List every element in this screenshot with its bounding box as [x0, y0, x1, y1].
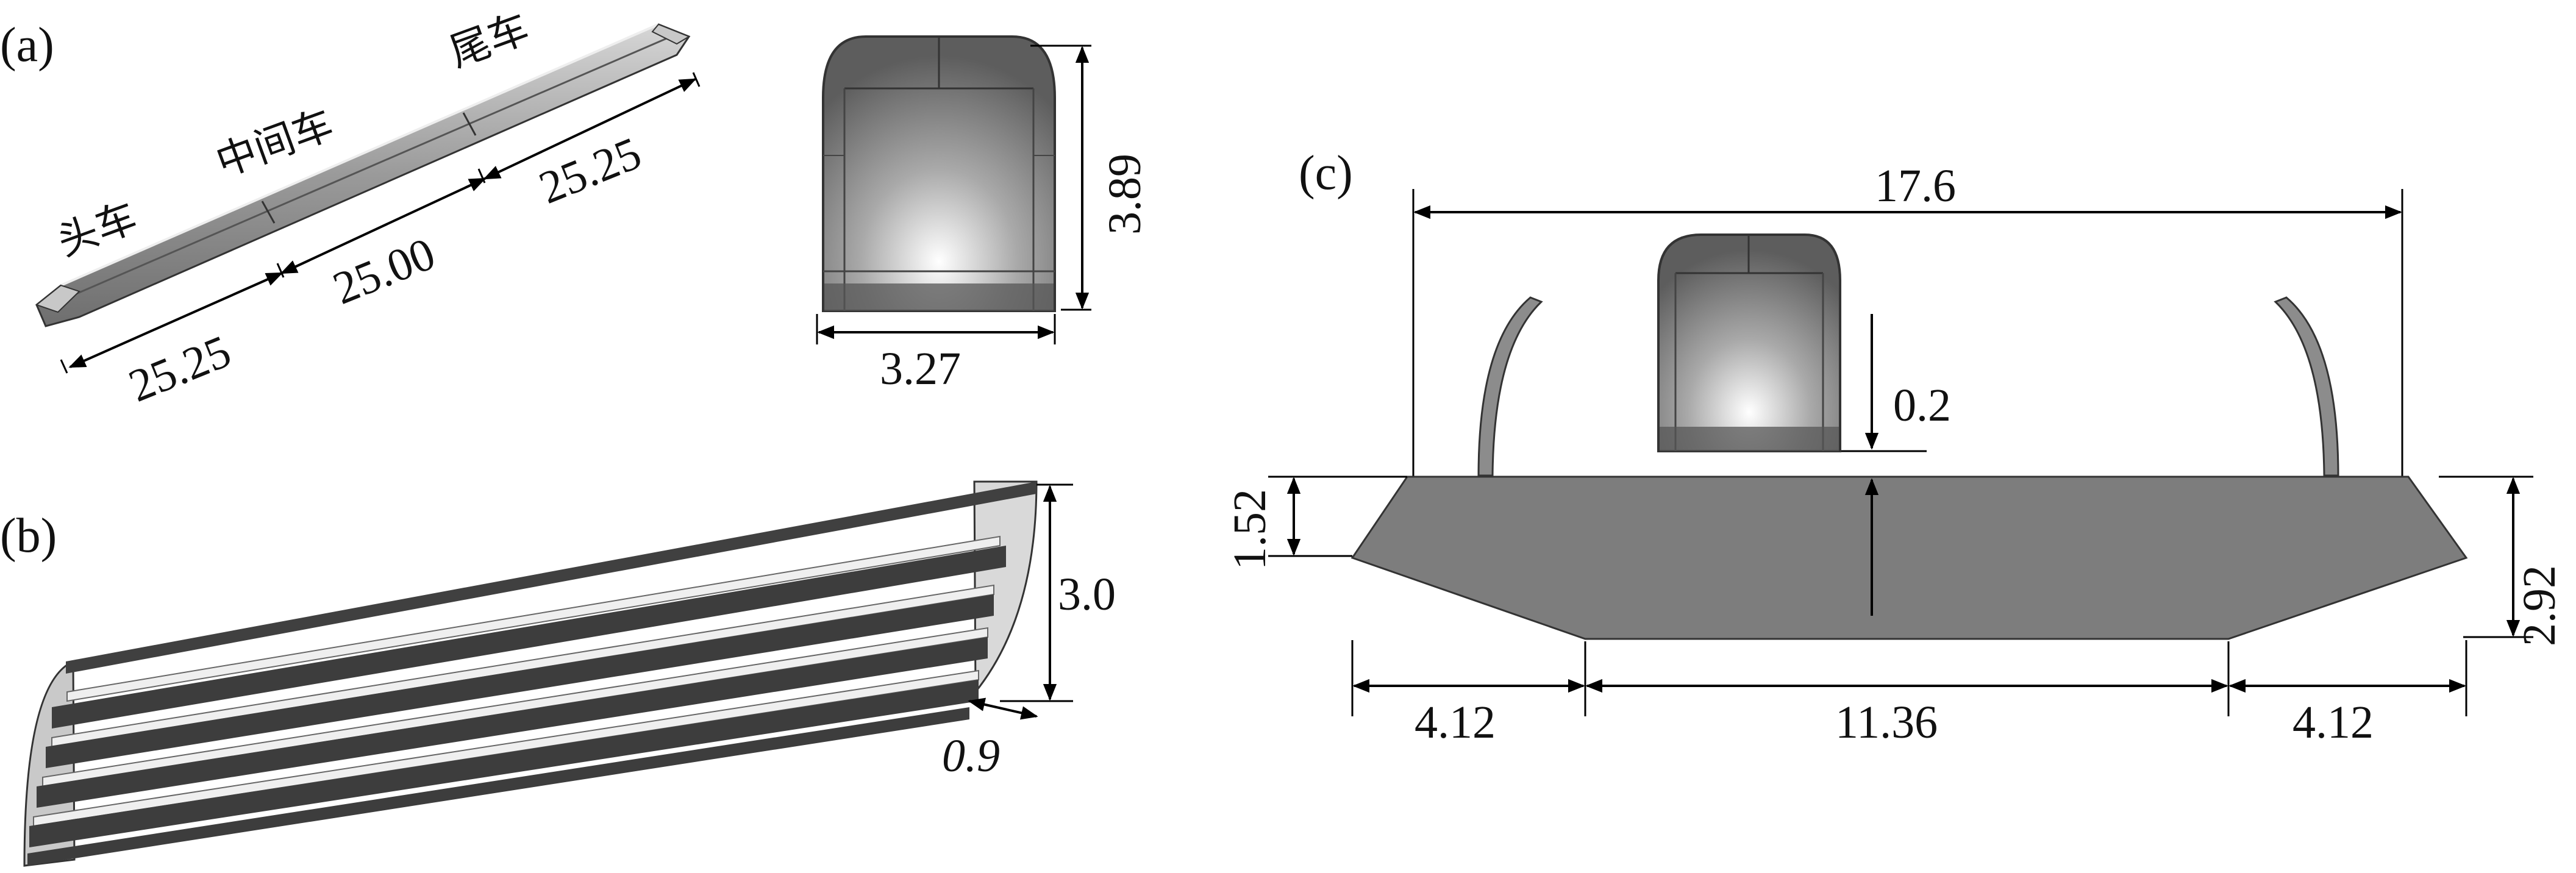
right-windbreak	[2274, 296, 2339, 477]
panel-a: (a) 头车 中间车 尾车 25.25 25.00 25.25	[0, 5, 1151, 412]
tail-car-label: 尾车	[443, 5, 535, 77]
head-length-value: 25.25	[122, 326, 238, 412]
top-width-value: 17.6	[1875, 160, 1956, 212]
left-height-dimension	[1268, 476, 1407, 557]
train-length-dimension	[60, 72, 701, 374]
panel-c-label: (c)	[1299, 146, 1353, 200]
panel-a-label: (a)	[0, 18, 54, 72]
front-width-dimension	[816, 314, 1056, 344]
front-height-dimension	[1030, 45, 1091, 311]
panel-b: (b) 3.0 0.9	[0, 480, 1116, 867]
right-height-dimension	[2439, 476, 2533, 638]
windbreak-slats	[23, 480, 1038, 867]
slat-spacing-dimension	[968, 697, 1038, 720]
left-windbreak	[1477, 296, 1543, 477]
train-front-view	[822, 35, 1056, 312]
left-height-value: 1.52	[1224, 489, 1276, 570]
train-cross-section	[1657, 233, 1841, 452]
base-dimension-chain	[1351, 640, 2467, 716]
right-height-value: 2.92	[2514, 565, 2565, 646]
front-height-value: 3.89	[1099, 154, 1151, 235]
right-base-value: 4.12	[2292, 697, 2374, 748]
front-width-value: 3.27	[880, 343, 961, 394]
clearance-dimension	[1841, 314, 1927, 616]
left-base-value: 4.12	[1415, 697, 1496, 748]
slat-spacing-value: 0.9	[942, 730, 1000, 782]
tail-length-value: 25.25	[532, 127, 648, 214]
embankment	[1350, 476, 2468, 640]
middle-length-value: 25.00	[326, 228, 442, 315]
middle-base-value: 11.36	[1835, 697, 1938, 748]
clearance-value: 0.2	[1893, 380, 1951, 431]
slat-height-value: 3.0	[1058, 569, 1116, 620]
panel-b-label: (b)	[0, 509, 57, 563]
panel-c: (c) 17.6 0.2	[1224, 146, 2565, 748]
top-width-dimension	[1412, 189, 2403, 477]
